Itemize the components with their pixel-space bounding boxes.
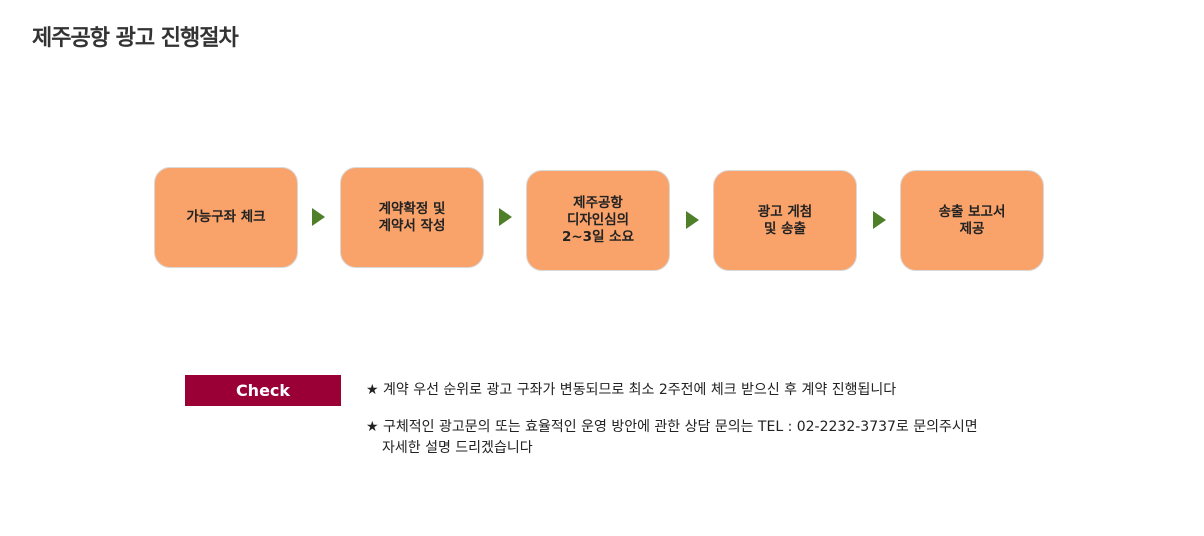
step-report: 송출 보고서 제공 bbox=[900, 170, 1044, 271]
arrow-right-icon bbox=[312, 208, 325, 226]
step-design-review: 제주공항 디자인심의 2~3일 소요 bbox=[526, 170, 670, 271]
step-contract: 계약확정 및 계약서 작성 bbox=[340, 167, 484, 268]
notice-contact-info: ★ 구체적인 광고문의 또는 효율적인 운영 방안에 관한 상담 문의는 TEL… bbox=[366, 419, 978, 435]
notice-contact-info-continued: 자세한 설명 드리겠습니다 bbox=[382, 440, 533, 456]
arrow-right-icon bbox=[499, 208, 512, 226]
step-ad-posting: 광고 게첨 및 송출 bbox=[713, 170, 857, 271]
notice-contract-priority: ★ 계약 우선 순위로 광고 구좌가 변동되므로 최소 2주전에 체크 받으신 … bbox=[366, 382, 897, 398]
page-title: 제주공항 광고 진행절차 bbox=[32, 26, 239, 51]
step-availability-check: 가능구좌 체크 bbox=[154, 167, 298, 268]
check-badge: Check bbox=[185, 375, 341, 406]
arrow-right-icon bbox=[686, 211, 699, 229]
arrow-right-icon bbox=[873, 211, 886, 229]
